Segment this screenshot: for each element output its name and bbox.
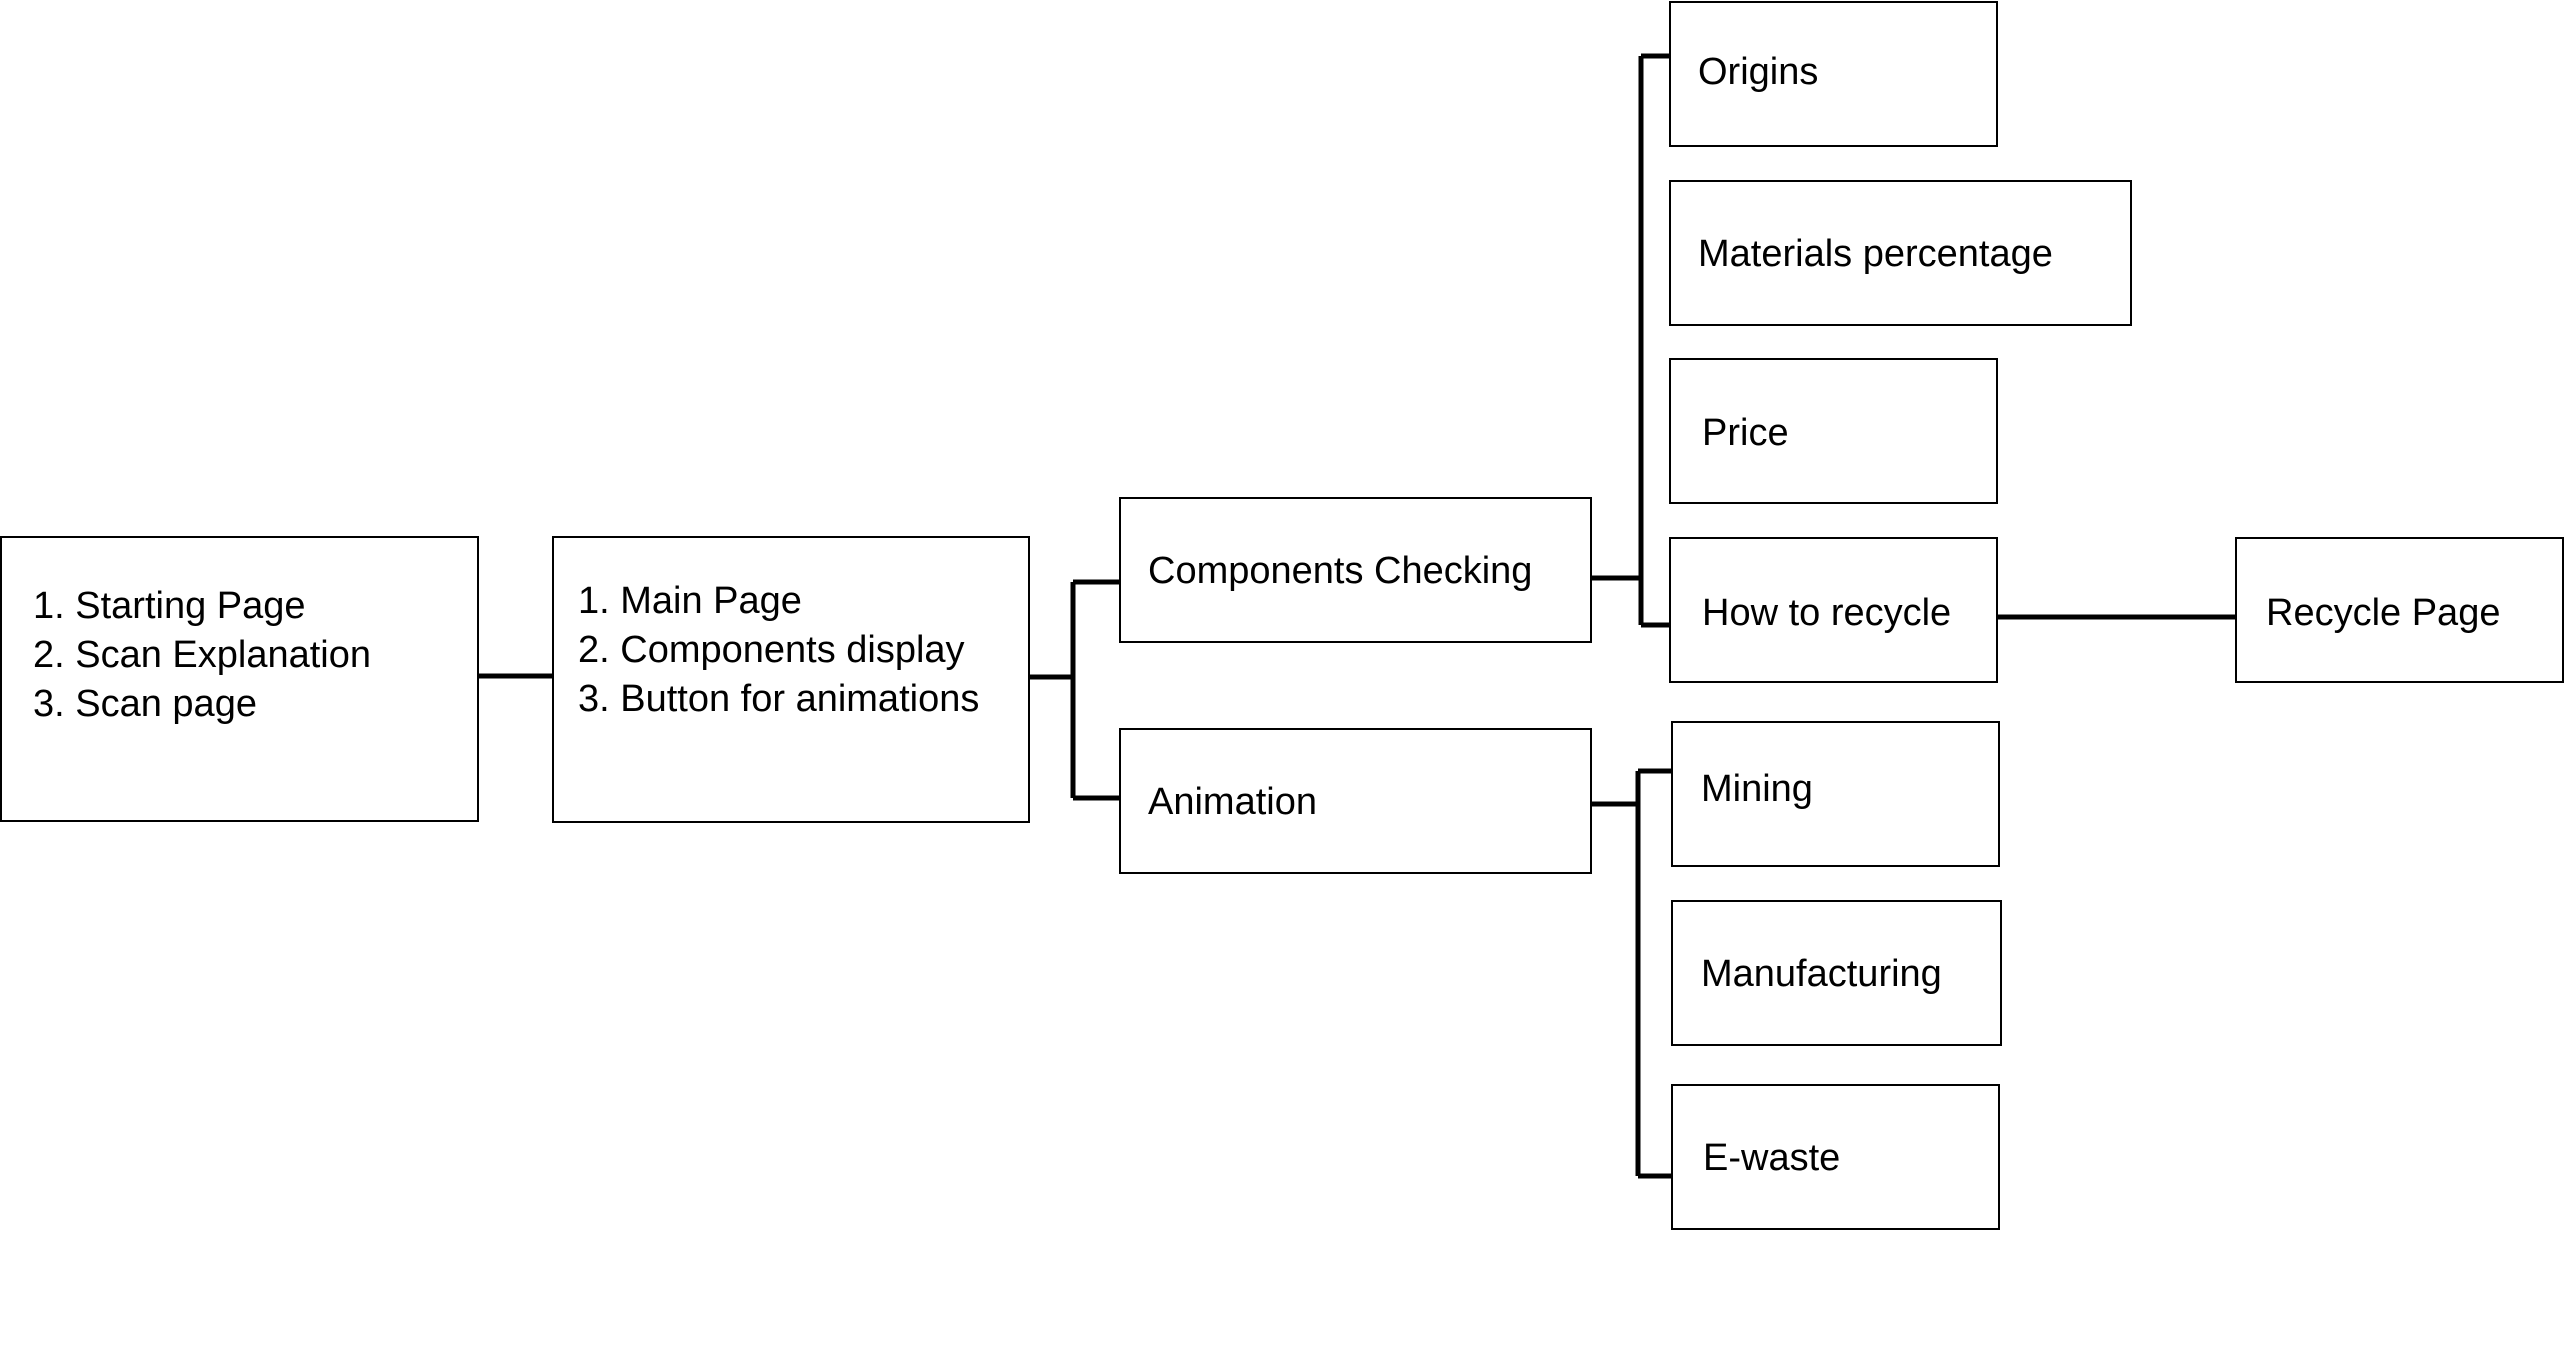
main-page-item: 1. Main Page — [578, 580, 802, 622]
e-waste-box: E-waste — [1671, 1084, 2000, 1230]
components-checking-label: Components Checking — [1148, 550, 1533, 592]
price-box: Price — [1669, 358, 1998, 504]
starting-page-box: 1. Starting Page 2. Scan Explanation 3. … — [0, 536, 479, 822]
animation-box: Animation — [1119, 728, 1592, 874]
how-to-recycle-box: How to recycle — [1669, 537, 1998, 683]
materials-percentage-box: Materials percentage — [1669, 180, 2132, 326]
mining-box: Mining — [1671, 721, 2000, 867]
components-display-item: 2. Components display — [578, 629, 965, 671]
starting-page-list: 1. Starting Page 2. Scan Explanation 3. … — [33, 582, 371, 729]
origins-box: Origins — [1669, 1, 1998, 147]
recycle-page-label: Recycle Page — [2266, 592, 2501, 634]
scan-explanation-item: 2. Scan Explanation — [33, 634, 372, 676]
recycle-page-box: Recycle Page — [2235, 537, 2564, 683]
starting-page-item: 1. Starting Page — [33, 585, 306, 627]
e-waste-label: E-waste — [1703, 1137, 1841, 1179]
manufacturing-box: Manufacturing — [1671, 900, 2002, 1046]
main-page-box: 1. Main Page 2. Components display 3. Bu… — [552, 536, 1030, 823]
how-to-recycle-label: How to recycle — [1702, 592, 1952, 634]
scan-page-item: 3. Scan page — [33, 683, 257, 725]
main-page-list: 1. Main Page 2. Components display 3. Bu… — [578, 577, 979, 724]
connector-checking-to-children — [1591, 53, 1670, 628]
manufacturing-label: Manufacturing — [1701, 953, 1942, 995]
connector-main-to-branches — [1028, 579, 1120, 801]
mining-label: Mining — [1701, 768, 1813, 810]
materials-percentage-label: Materials percentage — [1698, 233, 2053, 275]
price-label: Price — [1702, 412, 1789, 454]
connector-animation-to-children — [1590, 768, 1672, 1179]
animation-label: Animation — [1148, 781, 1317, 823]
button-for-animations-item: 3. Button for animations — [578, 678, 980, 720]
components-checking-box: Components Checking — [1119, 497, 1592, 643]
origins-label: Origins — [1698, 51, 1819, 93]
